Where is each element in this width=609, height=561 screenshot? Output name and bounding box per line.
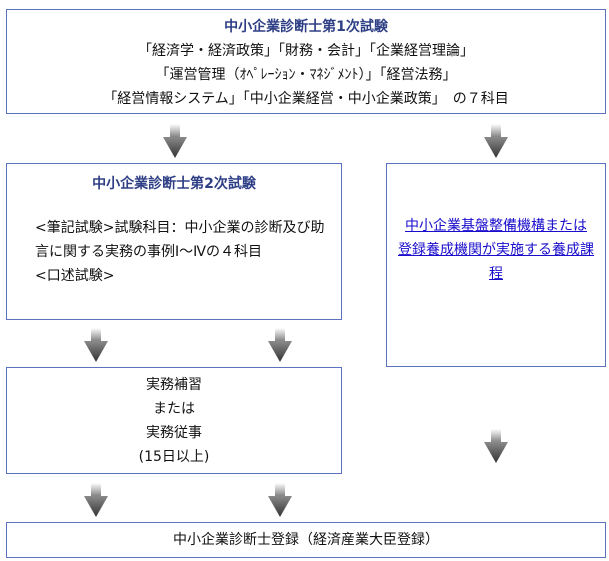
down-arrow-icon (268, 328, 292, 362)
first-exam-box: 中小企業診断士第1次試験 「経済学・経済政策」「財務・会計」「企業経営理論」 「… (6, 9, 606, 114)
second-exam-box: 中小企業診断士第2次試験 <筆記試験>試験科目：中小企業の診断及び助言に関する実… (6, 163, 342, 320)
down-arrow-icon (84, 483, 108, 517)
practice-line: (15日以上) (138, 449, 210, 465)
down-arrow-icon (163, 124, 187, 158)
down-arrow-icon (268, 483, 292, 517)
written-exam-text: <筆記試験>試験科目：中小企業の診断及び助言に関する実務の事例Ⅰ～Ⅳの４科目 (35, 220, 325, 260)
first-exam-subjects-line: 「経営情報システム」「中小企業経営・中小企業政策」 の７科目 (103, 91, 509, 107)
down-arrow-icon (484, 429, 508, 463)
first-exam-subjects-line: 「運営管理（ｵﾍﾟﾚｰｼｮﾝ・ﾏﾈｼﾞﾒﾝﾄ）」「経営法務」 (155, 67, 457, 83)
down-arrow-icon (484, 124, 508, 158)
registration-label: 中小企業診断士登録（経済産業大臣登録） (173, 532, 439, 548)
first-exam-subjects-line: 「経済学・経済政策」「財務・会計」「企業経営理論」 (138, 43, 474, 59)
down-arrow-icon (84, 328, 108, 362)
training-course-box: 中小企業基盤整備機構または 登録養成機関が実施する養成課程 (386, 163, 606, 367)
link-text-line1: 中小企業基盤整備機構または (405, 218, 587, 234)
first-exam-title: 中小企業診断士第1次試験 (224, 19, 388, 35)
oral-exam-text: <口述試験> (35, 268, 115, 284)
registration-box: 中小企業診断士登録（経済産業大臣登録） (6, 522, 606, 558)
practical-training-box: 実務補習 または 実務従事 (15日以上) (6, 367, 342, 474)
link-text-line2: 登録養成機関が実施する養成課程 (398, 242, 594, 282)
practice-line: または (153, 401, 195, 417)
practice-line: 実務従事 (146, 425, 202, 441)
practice-line: 実務補習 (146, 377, 202, 393)
smrj-or-registered-institution-link[interactable]: 中小企業基盤整備機構または 登録養成機関が実施する養成課程 (393, 214, 599, 286)
second-exam-title: 中小企業診断士第2次試験 (92, 176, 256, 192)
